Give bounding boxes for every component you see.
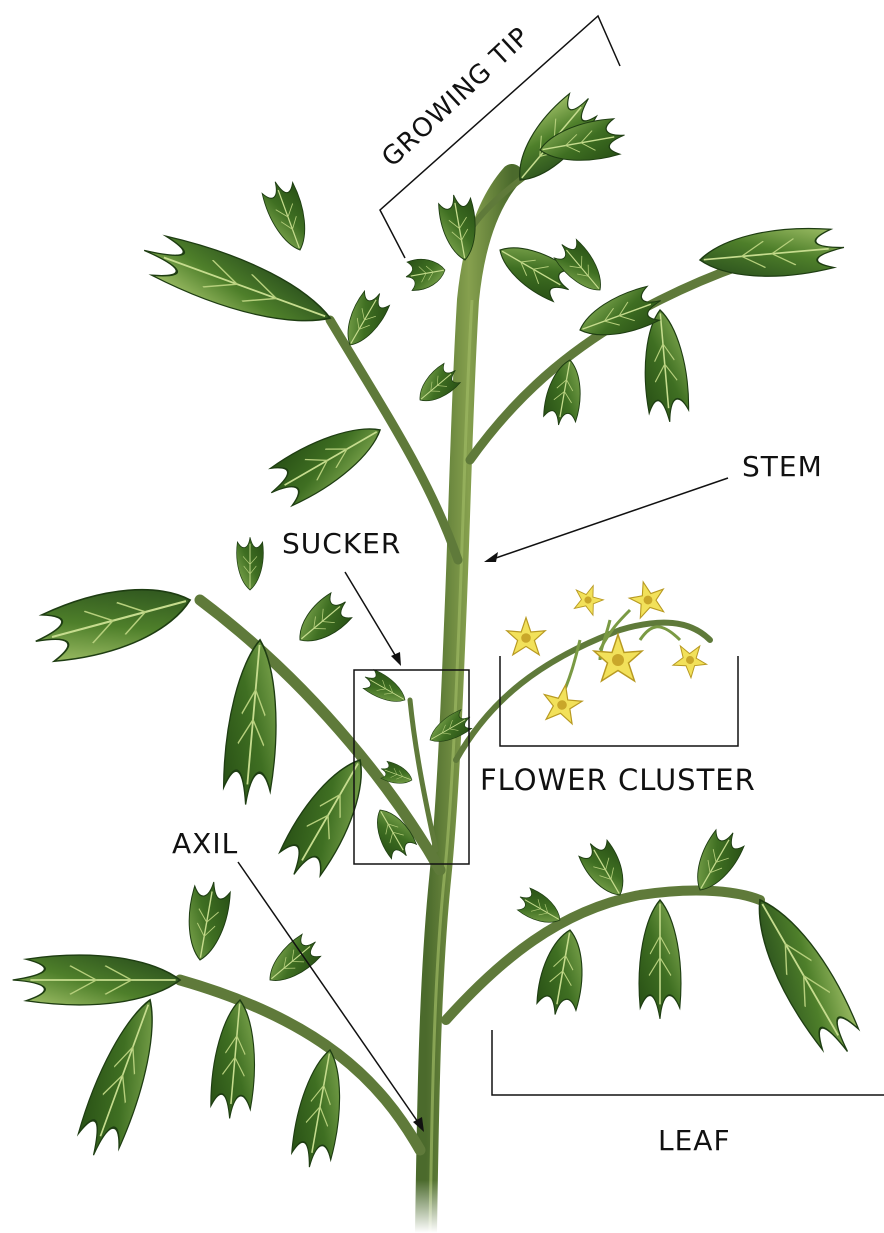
growing-tip-label: GROWING TIP [376,21,536,173]
leaf-cluster-upper-right [542,225,846,428]
leaf-label: LEAF [658,1124,731,1157]
axil-label: AXIL [172,827,238,860]
flower-cluster [507,577,713,724]
leaf-bracket [492,1030,884,1095]
flower-cluster-label: FLOWER CLUSTER [480,763,756,797]
sucker-label: SUCKER [282,527,401,560]
stem-label: STEM [742,450,823,483]
leaf-cluster-lower-right [513,824,869,1064]
sucker-pointer [345,572,398,660]
stem-pointer [490,478,728,560]
